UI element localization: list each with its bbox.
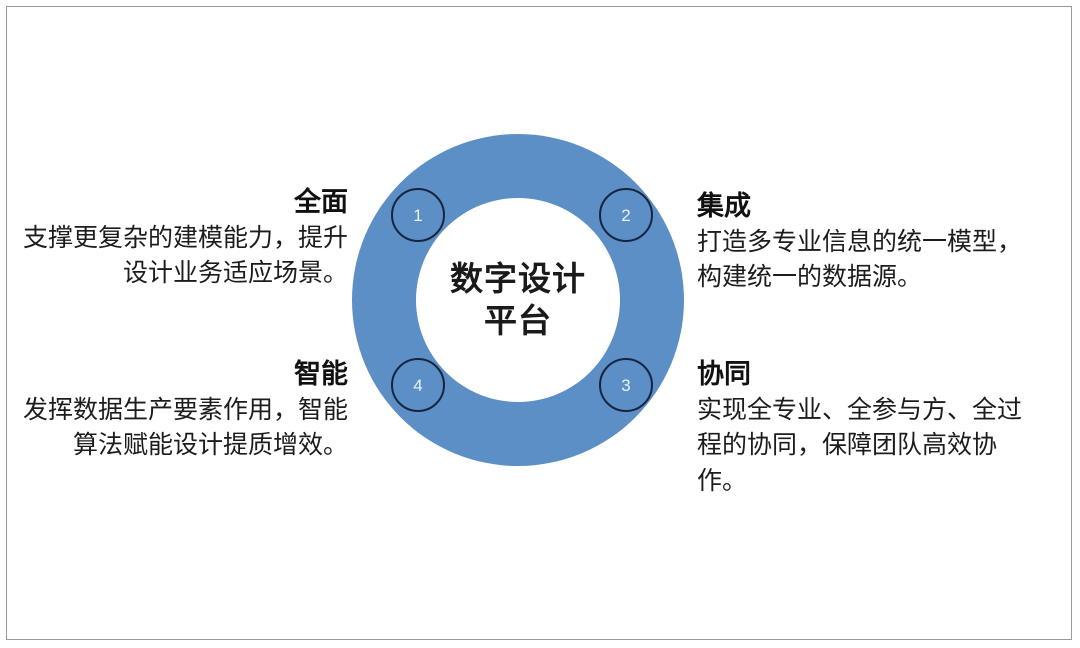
text-block-collaboration: 协同 实现全专业、全参与方、全过程的协同，保障团队高效协作。 (697, 358, 1042, 499)
node-number-3: 3 (621, 375, 631, 395)
donut-center-line-2: 平台 (484, 302, 552, 339)
node-circle-2[interactable]: 2 (599, 188, 653, 242)
block-body-integration: 打造多专业信息的统一模型，构建统一的数据源。 (697, 227, 1023, 292)
donut-hole (416, 198, 620, 402)
block-heading-comprehensive: 全面 (294, 187, 348, 217)
text-block-intelligent: 智能 发挥数据生产要素作用，智能算法赋能设计提质增效。 (18, 358, 348, 464)
donut-center-line-1: 数字设计 (450, 259, 586, 297)
node-number-4: 4 (413, 375, 423, 395)
node-circle-4[interactable]: 4 (391, 358, 445, 412)
node-number-2: 2 (621, 205, 631, 225)
block-heading-collaboration: 协同 (697, 359, 751, 389)
node-number-1: 1 (413, 205, 423, 225)
text-block-integration: 集成 打造多专业信息的统一模型，构建统一的数据源。 (697, 190, 1042, 296)
block-heading-integration: 集成 (697, 191, 751, 221)
node-circle-3[interactable]: 3 (599, 358, 653, 412)
block-heading-intelligent: 智能 (294, 359, 348, 389)
block-body-collaboration: 实现全专业、全参与方、全过程的协同，保障团队高效协作。 (697, 395, 1023, 495)
block-body-comprehensive: 支撑更复杂的建模能力，提升设计业务适应场景。 (22, 223, 348, 288)
donut-cycle-graphic: 数字设计 平台 (352, 134, 684, 466)
donut-center-label: 数字设计 平台 (416, 198, 620, 402)
text-block-comprehensive: 全面 支撑更复杂的建模能力，提升设计业务适应场景。 (18, 186, 348, 292)
block-body-intelligent: 发挥数据生产要素作用，智能算法赋能设计提质增效。 (22, 395, 348, 460)
node-circle-1[interactable]: 1 (391, 188, 445, 242)
